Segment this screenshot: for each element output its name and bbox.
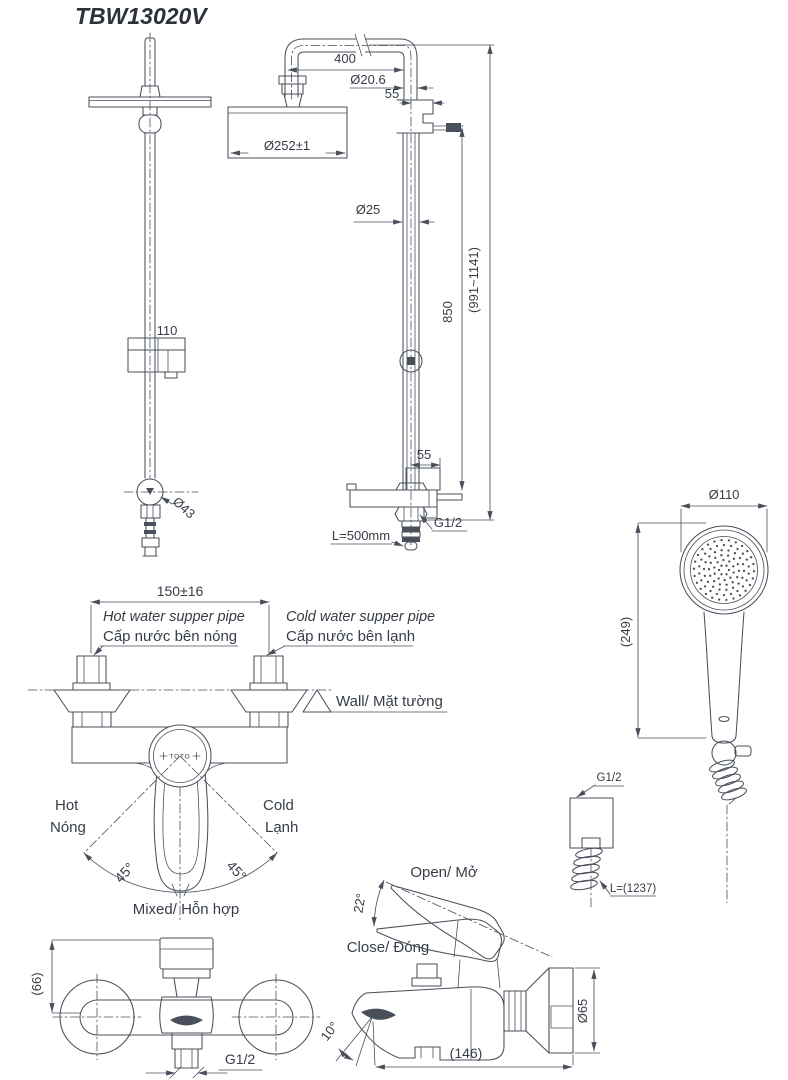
hand-shower-view: Ø110 (249) [618,487,768,903]
wall-union-view: G1/2 L=(1237) [570,772,656,910]
dim-hand-shower-length: (249) [618,617,633,647]
product-code: TBW13020V [75,3,208,29]
label-hose-length: L=500mm [332,528,390,543]
dim-spout-angle: 10° [317,1019,341,1044]
dim-slider-width: 110 [157,323,178,338]
dim-arm-dia: Ø20.6 [350,72,385,87]
label-close: Close/ Đóng [347,939,430,956]
dim-pipe-length: 850 [440,301,455,323]
label-mixed: Mixed/ Hỗn hợp [133,901,240,918]
dim-arm-reach: 400 [334,51,356,66]
dim-flange-dia: Ø65 [575,999,590,1024]
dim-open-angle: 22° [350,892,368,914]
label-wall: Wall/ Mặt tường [336,693,443,710]
dim-top-offset: 55 [385,86,399,101]
dim-pipe-dia: Ø25 [356,202,381,217]
shower-column-side-view: Ø252±1 400 Ø20.6 55 Ø25 850 [228,34,494,550]
label-hot-pipe-en: Hot water supper pipe [103,609,245,625]
dim-total-height: (991~1141) [466,247,481,313]
spray-nozzle-pattern [692,538,756,602]
shower-column-front-view: 110 Ø43 [89,33,211,556]
dim-mixer-side-depth: (146) [450,1045,483,1061]
dim-bottom-offset: 55 [417,447,431,462]
label-union-hose-length: L=(1237) [610,883,657,895]
label-outlet-thread: G1/2 [434,515,462,530]
dim-angle-left: 45° [111,859,137,885]
label-hot-pipe-vi: Cấp nước bên nóng [103,628,237,645]
dim-head-dia: Ø252±1 [264,138,310,153]
label-cold-pipe-vi: Cấp nước bên lạnh [286,628,415,645]
mixer-front-view: 150±16 Hot water supper pipe Cấp nước bê… [28,583,447,922]
dim-angle-right: 45° [224,857,250,883]
label-cold-en: Cold [263,797,294,814]
mixer-top-view: (66) G1/2 [29,938,320,1078]
mixer-side-view: Open/ Mở Close/ Đóng 22° Ø65 [317,864,600,1070]
dim-diverter-dia: Ø43 [170,494,198,522]
dim-hand-shower-dia: Ø110 [709,487,740,502]
label-hot-en: Hot [55,797,79,814]
label-cold-pipe-en: Cold water supper pipe [286,609,435,625]
label-union-thread: G1/2 [597,772,622,784]
label-hot-vi: Nóng [50,819,86,836]
toto-logo: TOTO [169,754,190,761]
label-mixer-outlet-thread: G1/2 [225,1051,256,1067]
label-open: Open/ Mở [410,864,478,881]
label-cold-vi: Lạnh [265,819,298,836]
dim-inlet-pitch: 150±16 [157,583,204,599]
dim-mixer-depth: (66) [29,972,44,995]
